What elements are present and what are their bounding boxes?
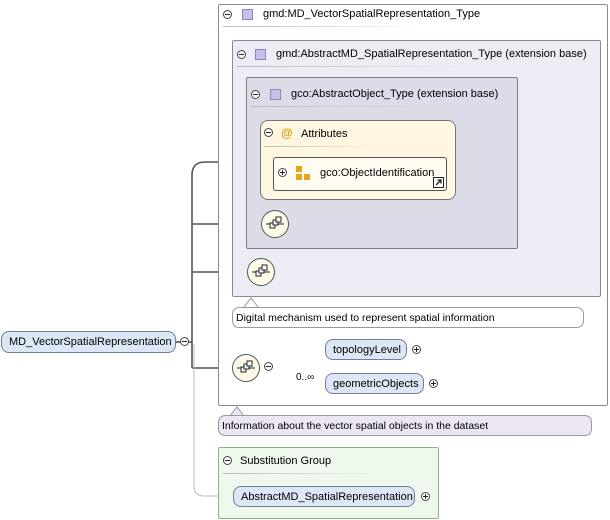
collapse-icon[interactable] [251, 90, 260, 99]
attribute-at-icon: @ [281, 126, 293, 140]
substitution-group-label: Substitution Group [240, 455, 332, 467]
attributes-label: Attributes [301, 128, 348, 140]
complex-type-icon [255, 49, 266, 60]
link-arrow-icon[interactable] [433, 177, 444, 188]
doc-pointer [230, 406, 245, 417]
expand-icon[interactable] [412, 345, 421, 354]
sequence-compositor[interactable] [232, 354, 260, 382]
collapse-icon[interactable] [264, 362, 273, 371]
collapse-icon[interactable] [180, 337, 189, 346]
complex-type-icon [242, 9, 253, 20]
connector-substitution [193, 344, 233, 497]
collapse-icon[interactable] [264, 128, 273, 137]
sequence-compositor[interactable] [261, 210, 289, 238]
cardinality-label: 0..∞ [296, 372, 315, 383]
expand-icon[interactable] [278, 168, 287, 177]
substitution-group-box [218, 447, 439, 519]
collapse-icon[interactable] [237, 50, 246, 59]
root-element[interactable]: MD_VectorSpatialRepresentation [1, 331, 176, 353]
separator [264, 146, 374, 147]
sequence-compositor-icon [237, 360, 255, 373]
connector-spine [191, 161, 262, 368]
child-element-geometricObjects[interactable]: geometricObjects [325, 373, 424, 394]
complex-type-icon [270, 89, 281, 100]
attribute-group-label: gco:ObjectIdentification [320, 167, 435, 179]
expand-icon[interactable] [421, 492, 430, 501]
extension-base-title: gmd:AbstractMD_SpatialRepresentation_Typ… [276, 48, 587, 60]
expand-icon[interactable] [429, 379, 438, 388]
doc-pointer [244, 297, 259, 308]
separator [251, 106, 421, 107]
attribute-group-icon [296, 166, 310, 180]
child-element-topologyLevel[interactable]: topologyLevel [325, 339, 407, 360]
sequence-compositor[interactable] [247, 258, 275, 286]
separator [223, 26, 423, 27]
separator [223, 473, 383, 474]
collapse-icon[interactable] [223, 10, 232, 19]
separator [237, 66, 467, 67]
substitution-member-element[interactable]: AbstractMD_SpatialRepresentation [233, 486, 415, 507]
extension-base-title-2: gco:AbstractObject_Type (extension base) [291, 88, 499, 100]
extension-doc: Digital mechanism used to represent spat… [232, 307, 584, 328]
sequence-compositor-icon [266, 216, 284, 229]
type-doc: Information about the vector spatial obj… [218, 415, 592, 436]
sequence-compositor-icon [252, 264, 270, 277]
collapse-icon[interactable] [223, 456, 232, 465]
type-title: gmd:MD_VectorSpatialRepresentation_Type [263, 8, 481, 20]
